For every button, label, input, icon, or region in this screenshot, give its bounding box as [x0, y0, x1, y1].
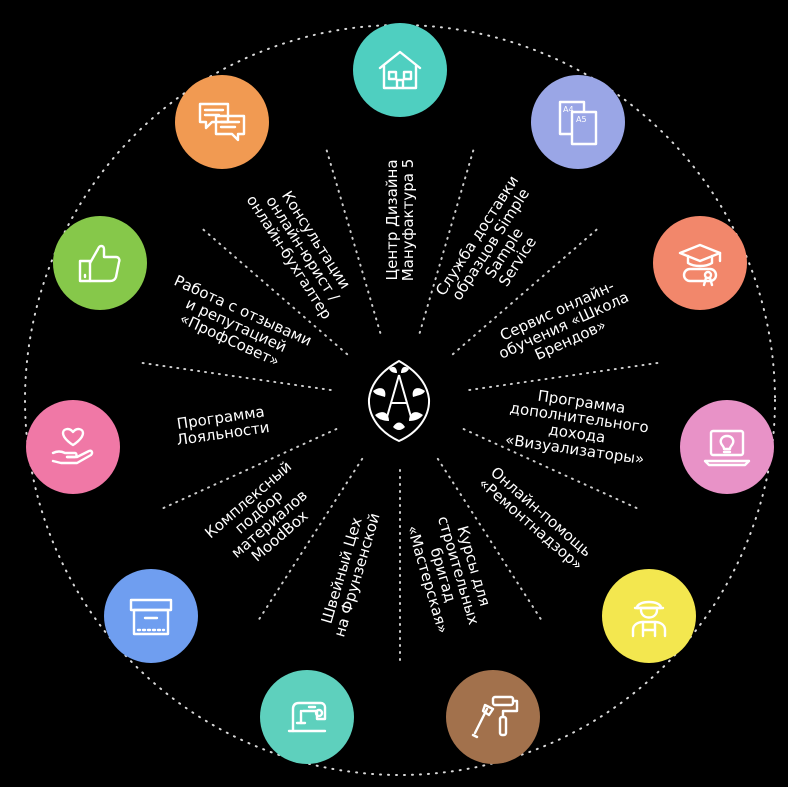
svg-text:A5: A5: [576, 115, 587, 124]
decorative-floral-logo-icon: [367, 359, 431, 443]
service-node[interactable]: [174, 75, 269, 170]
thumbs-up-icon: [72, 235, 128, 291]
sector-divider-line: [160, 428, 338, 510]
sector-divider-line: [462, 428, 640, 510]
svg-text:A4: A4: [563, 105, 574, 114]
service-node[interactable]: [353, 23, 447, 117]
service-label: Центр Дизайна Мануфактура 5: [383, 158, 417, 282]
service-node[interactable]: [52, 215, 147, 310]
storage-box-icon: [123, 588, 179, 644]
graduation-cap-diploma-icon: [672, 235, 728, 291]
chat-bubbles-icon: [194, 94, 250, 150]
service-node[interactable]: [26, 399, 121, 494]
sector-divider-line: [418, 147, 475, 334]
paint-roller-brush-icon: [465, 689, 521, 745]
heart-hand-icon: [45, 419, 101, 475]
sector-divider-line: [325, 147, 382, 334]
laptop-lightbulb-icon: [699, 419, 755, 475]
house-icon: [372, 42, 428, 98]
sector-divider-line: [436, 457, 543, 622]
service-node[interactable]: [679, 399, 774, 494]
service-node[interactable]: [445, 669, 540, 764]
outer-dotted-ring: [24, 24, 776, 776]
sector-divider-line: [200, 227, 349, 356]
construction-worker-icon: [621, 588, 677, 644]
service-node[interactable]: [653, 215, 748, 310]
sector-divider-line: [139, 361, 332, 392]
sector-divider-line: [468, 361, 661, 392]
service-node[interactable]: [602, 569, 697, 664]
sector-divider-line: [451, 227, 600, 356]
sewing-machine-icon: [279, 689, 335, 745]
service-node[interactable]: [260, 669, 355, 764]
sector-divider-line: [257, 457, 364, 622]
service-node[interactable]: [103, 569, 198, 664]
